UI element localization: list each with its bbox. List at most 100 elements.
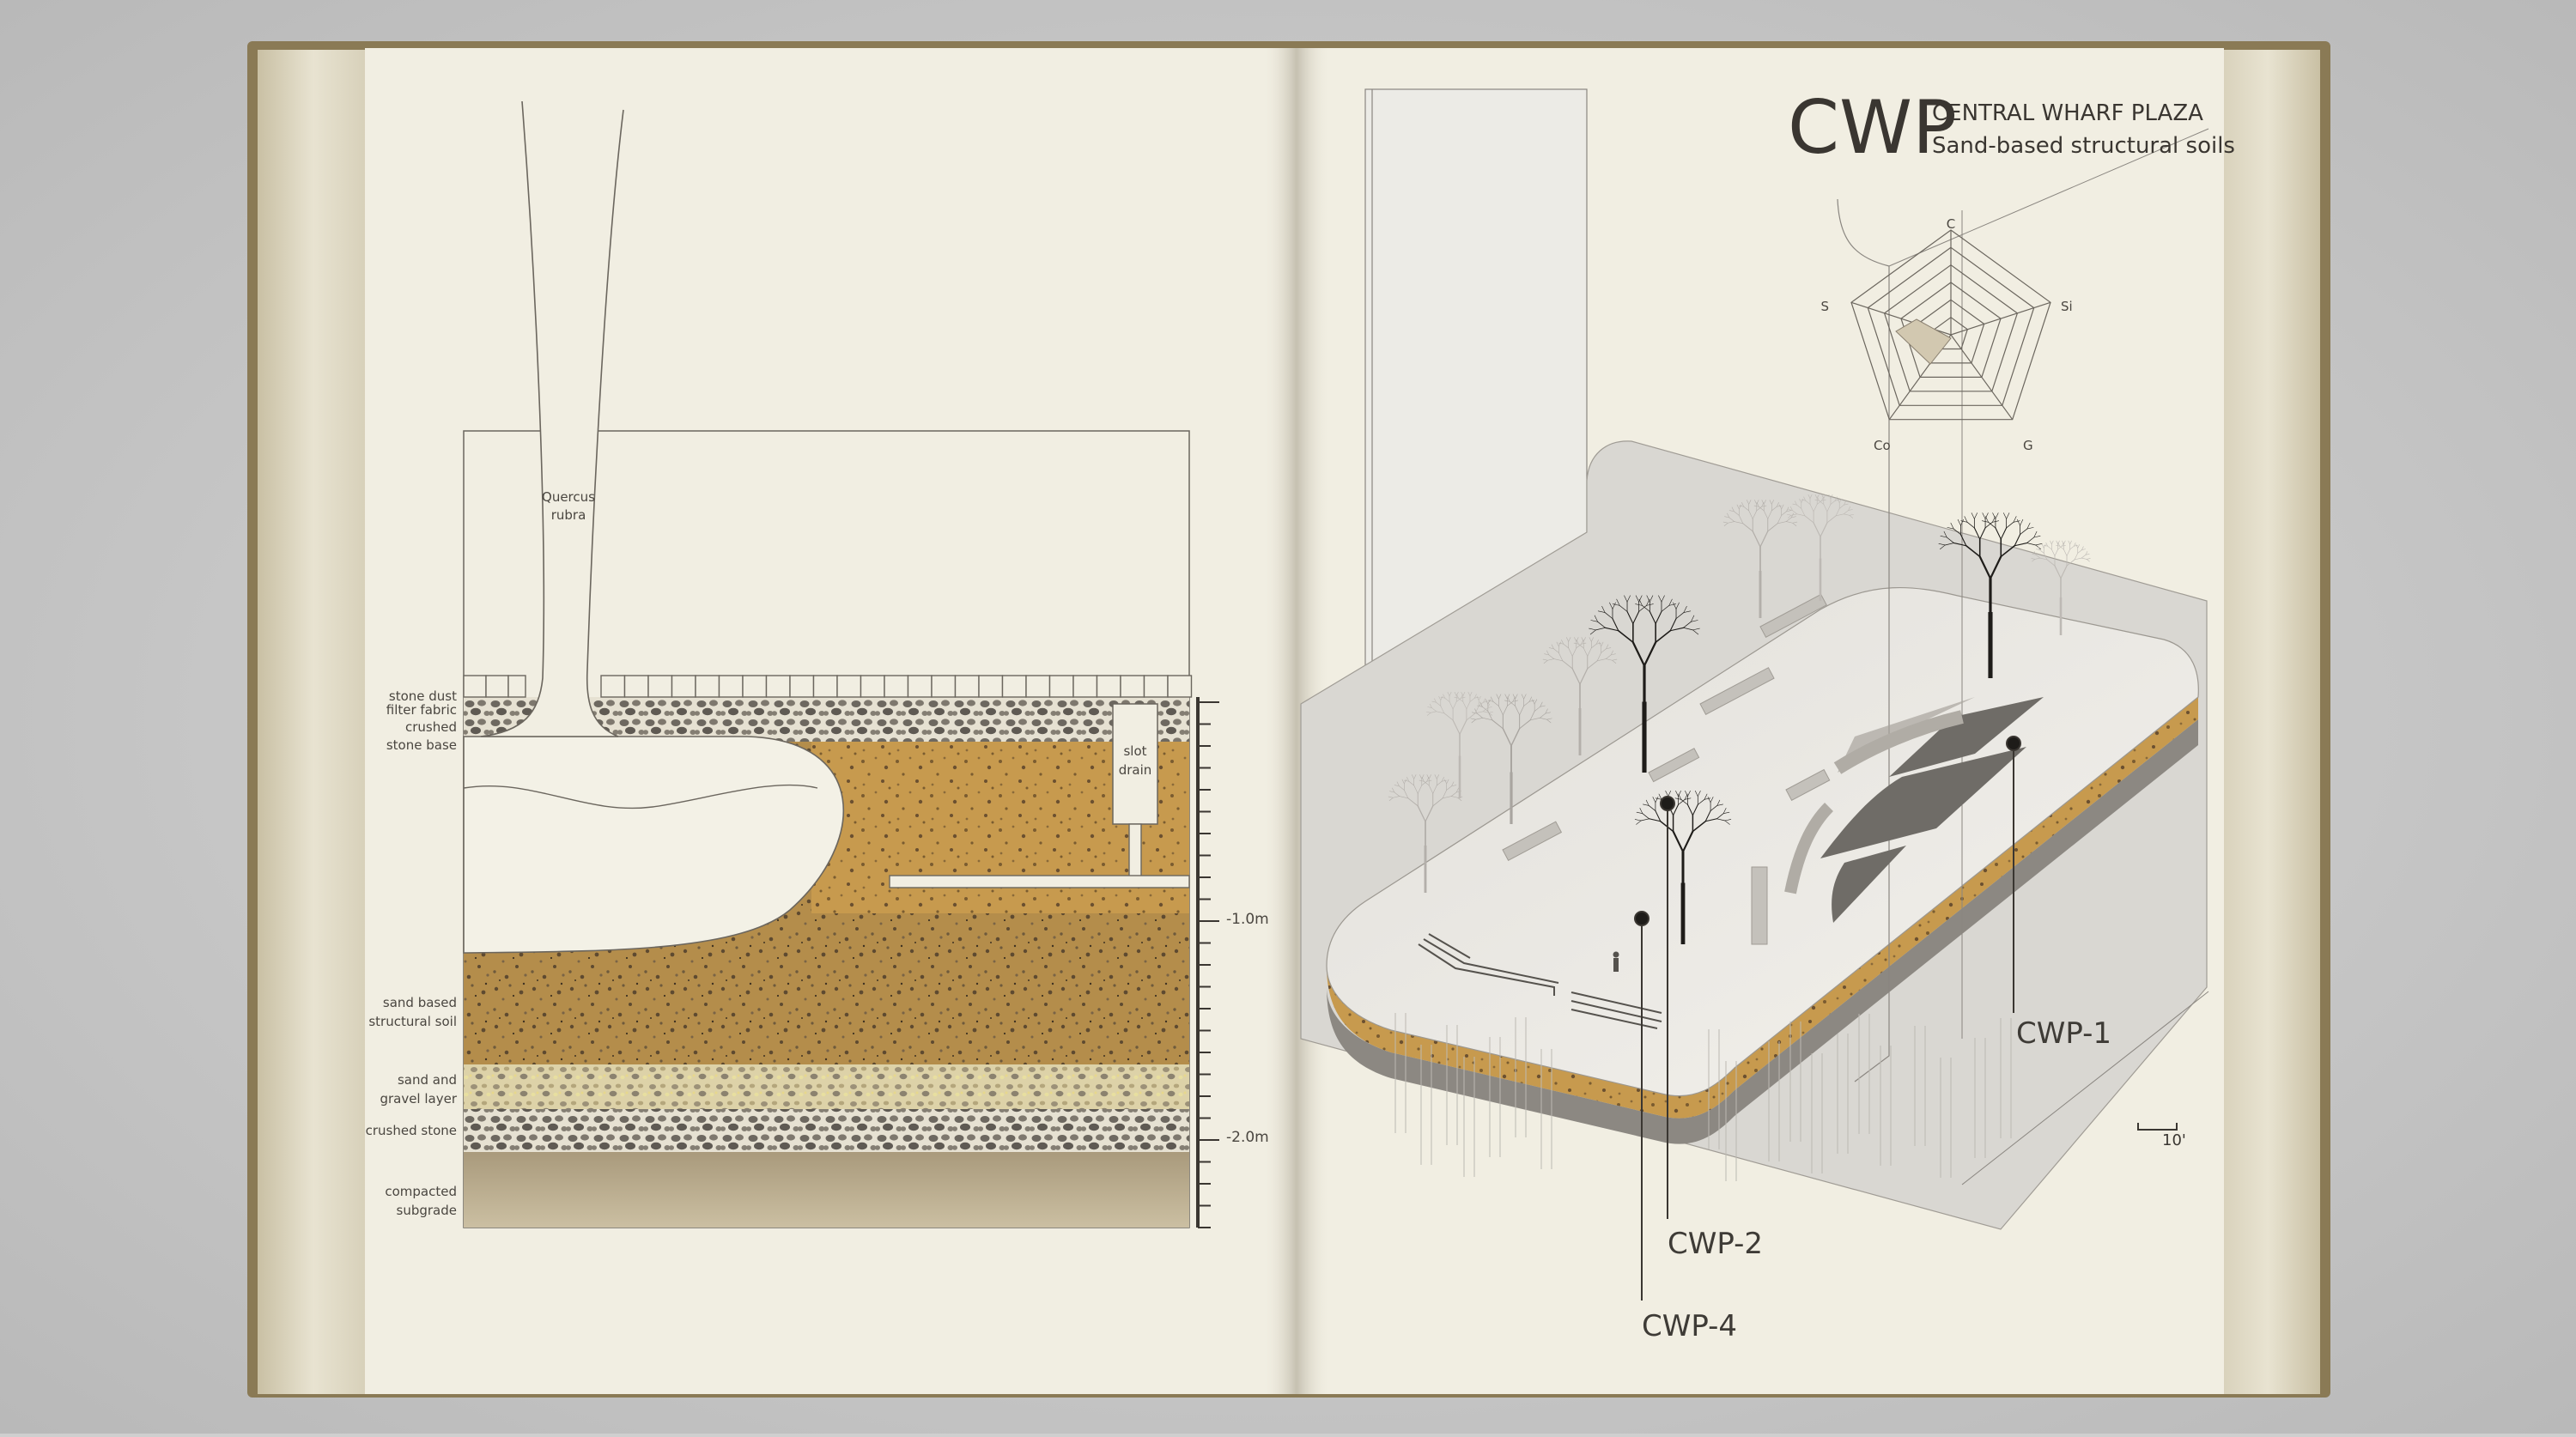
tree-branch <box>1412 774 1414 779</box>
tree-branch <box>1947 527 1954 530</box>
tree-branch <box>1449 701 1454 710</box>
tree-branch <box>2006 512 2010 519</box>
tree-branch <box>1583 637 1586 642</box>
paver <box>1072 675 1098 698</box>
tree-branch <box>1452 701 1457 710</box>
tree-branch <box>2026 527 2034 530</box>
tree-branch <box>1658 793 1662 800</box>
tree <box>1542 637 1618 755</box>
tree-branch <box>1510 728 1521 747</box>
planting-bed-3 <box>1832 846 1906 923</box>
tree-branch <box>1796 504 1802 509</box>
tree-branch <box>1655 797 1659 803</box>
tree-branch <box>1446 785 1452 791</box>
tree-branch <box>2033 551 2037 555</box>
paver <box>671 675 696 698</box>
tree-branch <box>1731 506 1735 512</box>
plaza-steps <box>1418 933 1662 1029</box>
tree-branch <box>1838 498 1842 503</box>
tree-branch <box>1504 700 1510 702</box>
tree-branch <box>1473 694 1477 699</box>
tree-branch <box>1692 629 1699 635</box>
tree-branch <box>1482 717 1493 721</box>
tree-branch <box>1417 785 1423 794</box>
tree-branch <box>1589 637 1592 642</box>
callout-lines <box>1634 736 2021 1301</box>
tree-branch <box>2026 543 2037 546</box>
tree-branch <box>1849 515 1853 518</box>
tree-branch <box>1434 774 1437 779</box>
tree-branch <box>1787 513 1792 516</box>
tree-branch <box>1483 700 1488 703</box>
tree-branch <box>1471 718 1476 724</box>
title-block: CWP CENTRAL WHARF PLAZA Sand-based struc… <box>1788 85 2235 171</box>
tree-branch <box>1809 504 1814 512</box>
tree-branch <box>1692 803 1698 816</box>
tree-branch <box>1528 696 1533 702</box>
planting-bed-2 <box>1820 747 2026 858</box>
tree-branch <box>1649 595 1654 603</box>
tree-branch <box>1669 627 1685 632</box>
tree-branch <box>1427 712 1431 716</box>
tree-branch <box>2026 522 2031 530</box>
tree-branch <box>1734 521 1744 524</box>
tree-branch <box>1959 534 1967 547</box>
tree-branch <box>1574 637 1577 642</box>
tree-branch <box>1561 640 1564 645</box>
tree-branch <box>1483 711 1490 713</box>
tree-branch <box>2074 553 2079 561</box>
tree-branch <box>1716 818 1726 822</box>
tree-branch <box>1756 500 1759 505</box>
tree-branch <box>1995 512 1999 519</box>
paver <box>623 675 649 698</box>
tree-branch <box>1454 691 1457 696</box>
tree-branch <box>1597 610 1606 613</box>
tree-branch <box>1507 694 1510 700</box>
project-title: CENTRAL WHARF PLAZA <box>1932 100 2203 126</box>
tree-branch <box>1619 604 1628 612</box>
tree-branch <box>1540 701 1543 707</box>
tree-branch <box>1668 603 1677 606</box>
tree-branch <box>1756 502 1759 507</box>
tree-branch <box>1739 504 1741 510</box>
label-subgrade-1: compacted <box>385 1184 457 1199</box>
tree-branch <box>1635 603 1643 606</box>
tree-branch <box>1487 700 1494 702</box>
tree-branch <box>1982 512 1986 519</box>
tree-branch <box>1826 504 1832 512</box>
tree-branch <box>2057 542 2060 547</box>
tree-branch <box>1546 718 1552 720</box>
tree-branch <box>1639 808 1643 815</box>
tree-branch <box>1844 503 1849 506</box>
tree-branch <box>2000 527 2008 540</box>
tree-branch <box>1716 813 1724 820</box>
callout-dot-cwp4 <box>1634 911 1649 926</box>
tree-branch <box>2036 549 2040 550</box>
tree <box>1938 512 2043 678</box>
tree <box>2031 540 2091 635</box>
tree-branch <box>1674 797 1682 800</box>
paver <box>954 675 980 698</box>
tree-branch <box>1431 707 1437 712</box>
tree-branch <box>1469 691 1473 696</box>
tree-branch <box>1434 698 1437 703</box>
tree-branch <box>2085 554 2090 555</box>
tree-branch <box>1790 512 1794 518</box>
tree-branch <box>1792 503 1797 506</box>
tree-branch <box>1413 785 1419 794</box>
tree-branch <box>1771 500 1774 505</box>
tree-branch <box>2031 558 2036 560</box>
tree <box>1426 691 1493 798</box>
tree-branch <box>1683 627 1693 631</box>
tree-branch <box>1443 694 1446 699</box>
tree-branch <box>1563 643 1569 649</box>
tree-branch <box>1478 695 1481 700</box>
tree-branch <box>1809 494 1813 499</box>
tree-branch <box>1421 780 1427 786</box>
tree-branch <box>1594 615 1598 622</box>
tree-branch <box>1612 618 1619 632</box>
support-columns <box>1394 1013 2012 1181</box>
tree-branch <box>1661 604 1670 612</box>
radar-ring <box>1867 246 2035 406</box>
tree-branch <box>1455 697 1461 702</box>
